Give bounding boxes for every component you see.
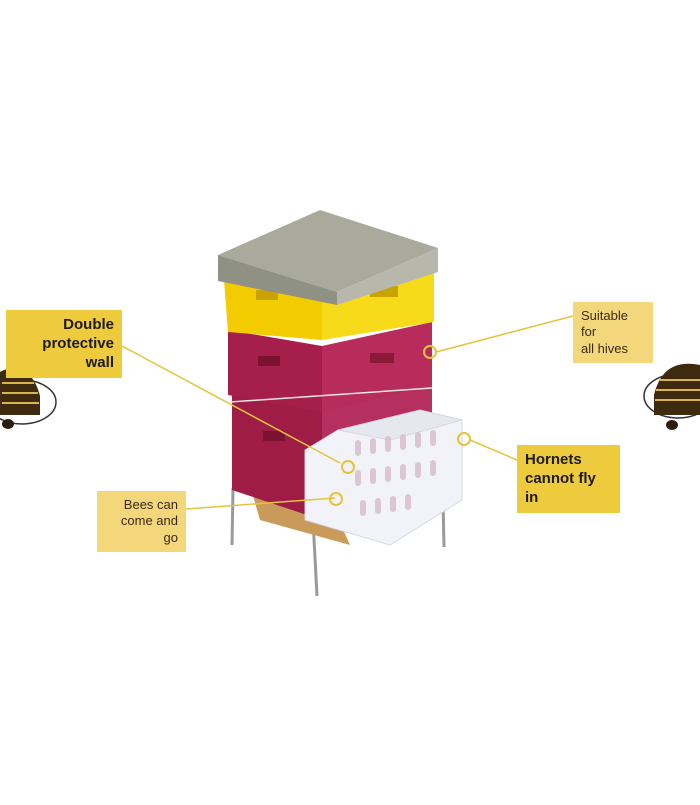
metal-lid: [218, 210, 438, 305]
callout-markers: [329, 345, 471, 506]
callout-line: cannot fly in: [525, 469, 596, 506]
callout-double-protective-wall: Double protective wall: [6, 310, 122, 379]
callout-line: protective wall: [42, 334, 114, 371]
callout-line: Bees can: [123, 497, 178, 512]
callout-line: come and go: [120, 513, 178, 545]
callout-line: Suitable for: [581, 308, 628, 340]
hornet-icon-right: [643, 363, 700, 430]
hornet-icon-left: [0, 368, 57, 429]
callout-hornets-cannot-fly-in: Hornets cannot fly in: [517, 445, 620, 514]
leader-lines: [121, 315, 574, 510]
hornet-guard: [304, 409, 463, 546]
callout-line: all hives: [581, 340, 628, 356]
hive-strap: [229, 387, 433, 403]
callout-line: Double: [63, 316, 114, 333]
callout-suitable-for-all-hives: Suitable for all hives: [573, 302, 653, 363]
callout-line: Hornets: [525, 451, 582, 468]
callout-bees-come-and-go: Bees can come and go: [97, 491, 186, 552]
